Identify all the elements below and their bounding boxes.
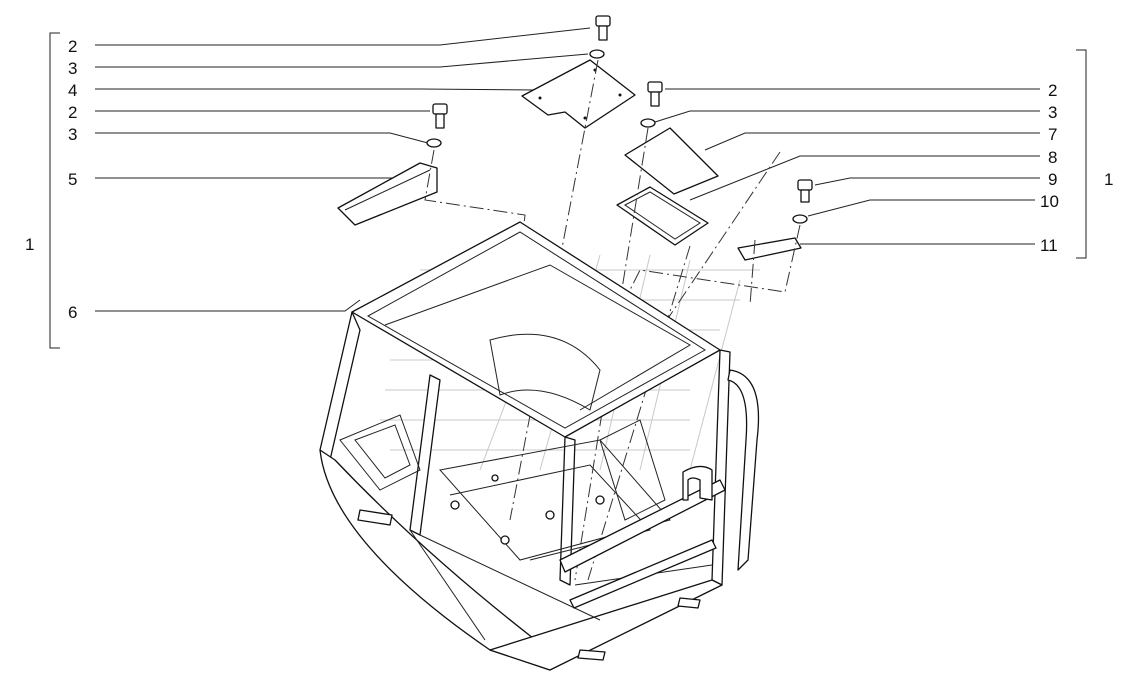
bolt-icon	[432, 103, 448, 129]
washer-icon	[426, 138, 442, 148]
washer-icon	[792, 214, 808, 224]
callout-right-5: 9	[1048, 170, 1057, 189]
washer-icon	[640, 118, 656, 128]
left-leader-lines	[95, 27, 591, 312]
callout-left-2: 3	[68, 59, 77, 78]
callout-right-3: 7	[1048, 125, 1057, 144]
right-bracket-part	[737, 237, 802, 261]
left-bracket-part	[337, 162, 438, 226]
callout-right-4: 8	[1048, 148, 1057, 167]
callout-left-group: 1	[25, 235, 34, 254]
callout-right-7: 11	[1040, 236, 1058, 255]
callout-left-5: 3	[68, 125, 77, 144]
callout-left-4: 2	[68, 103, 77, 122]
left-group-bracket	[49, 32, 60, 349]
callout-right-6: 10	[1040, 192, 1059, 211]
callout-right-group: 1	[1104, 170, 1113, 189]
right-group-bracket	[1076, 49, 1087, 259]
callout-left-6: 5	[68, 170, 77, 189]
roof-plate-part	[521, 59, 636, 129]
callout-right-1: 2	[1048, 81, 1057, 100]
washer-icon	[589, 49, 605, 59]
callout-left-3: 4	[68, 81, 77, 100]
callout-right-2: 3	[1048, 103, 1057, 122]
callout-left-1: 2	[68, 37, 77, 56]
bolt-icon	[647, 81, 663, 107]
callout-left-7: 6	[68, 303, 77, 322]
cover-plate-part	[624, 127, 719, 195]
bolt-icon	[595, 15, 611, 41]
gasket-part	[616, 186, 709, 246]
bolt-icon	[797, 179, 813, 203]
cab-frame-part	[319, 221, 760, 671]
right-leader-lines	[654, 88, 1040, 245]
